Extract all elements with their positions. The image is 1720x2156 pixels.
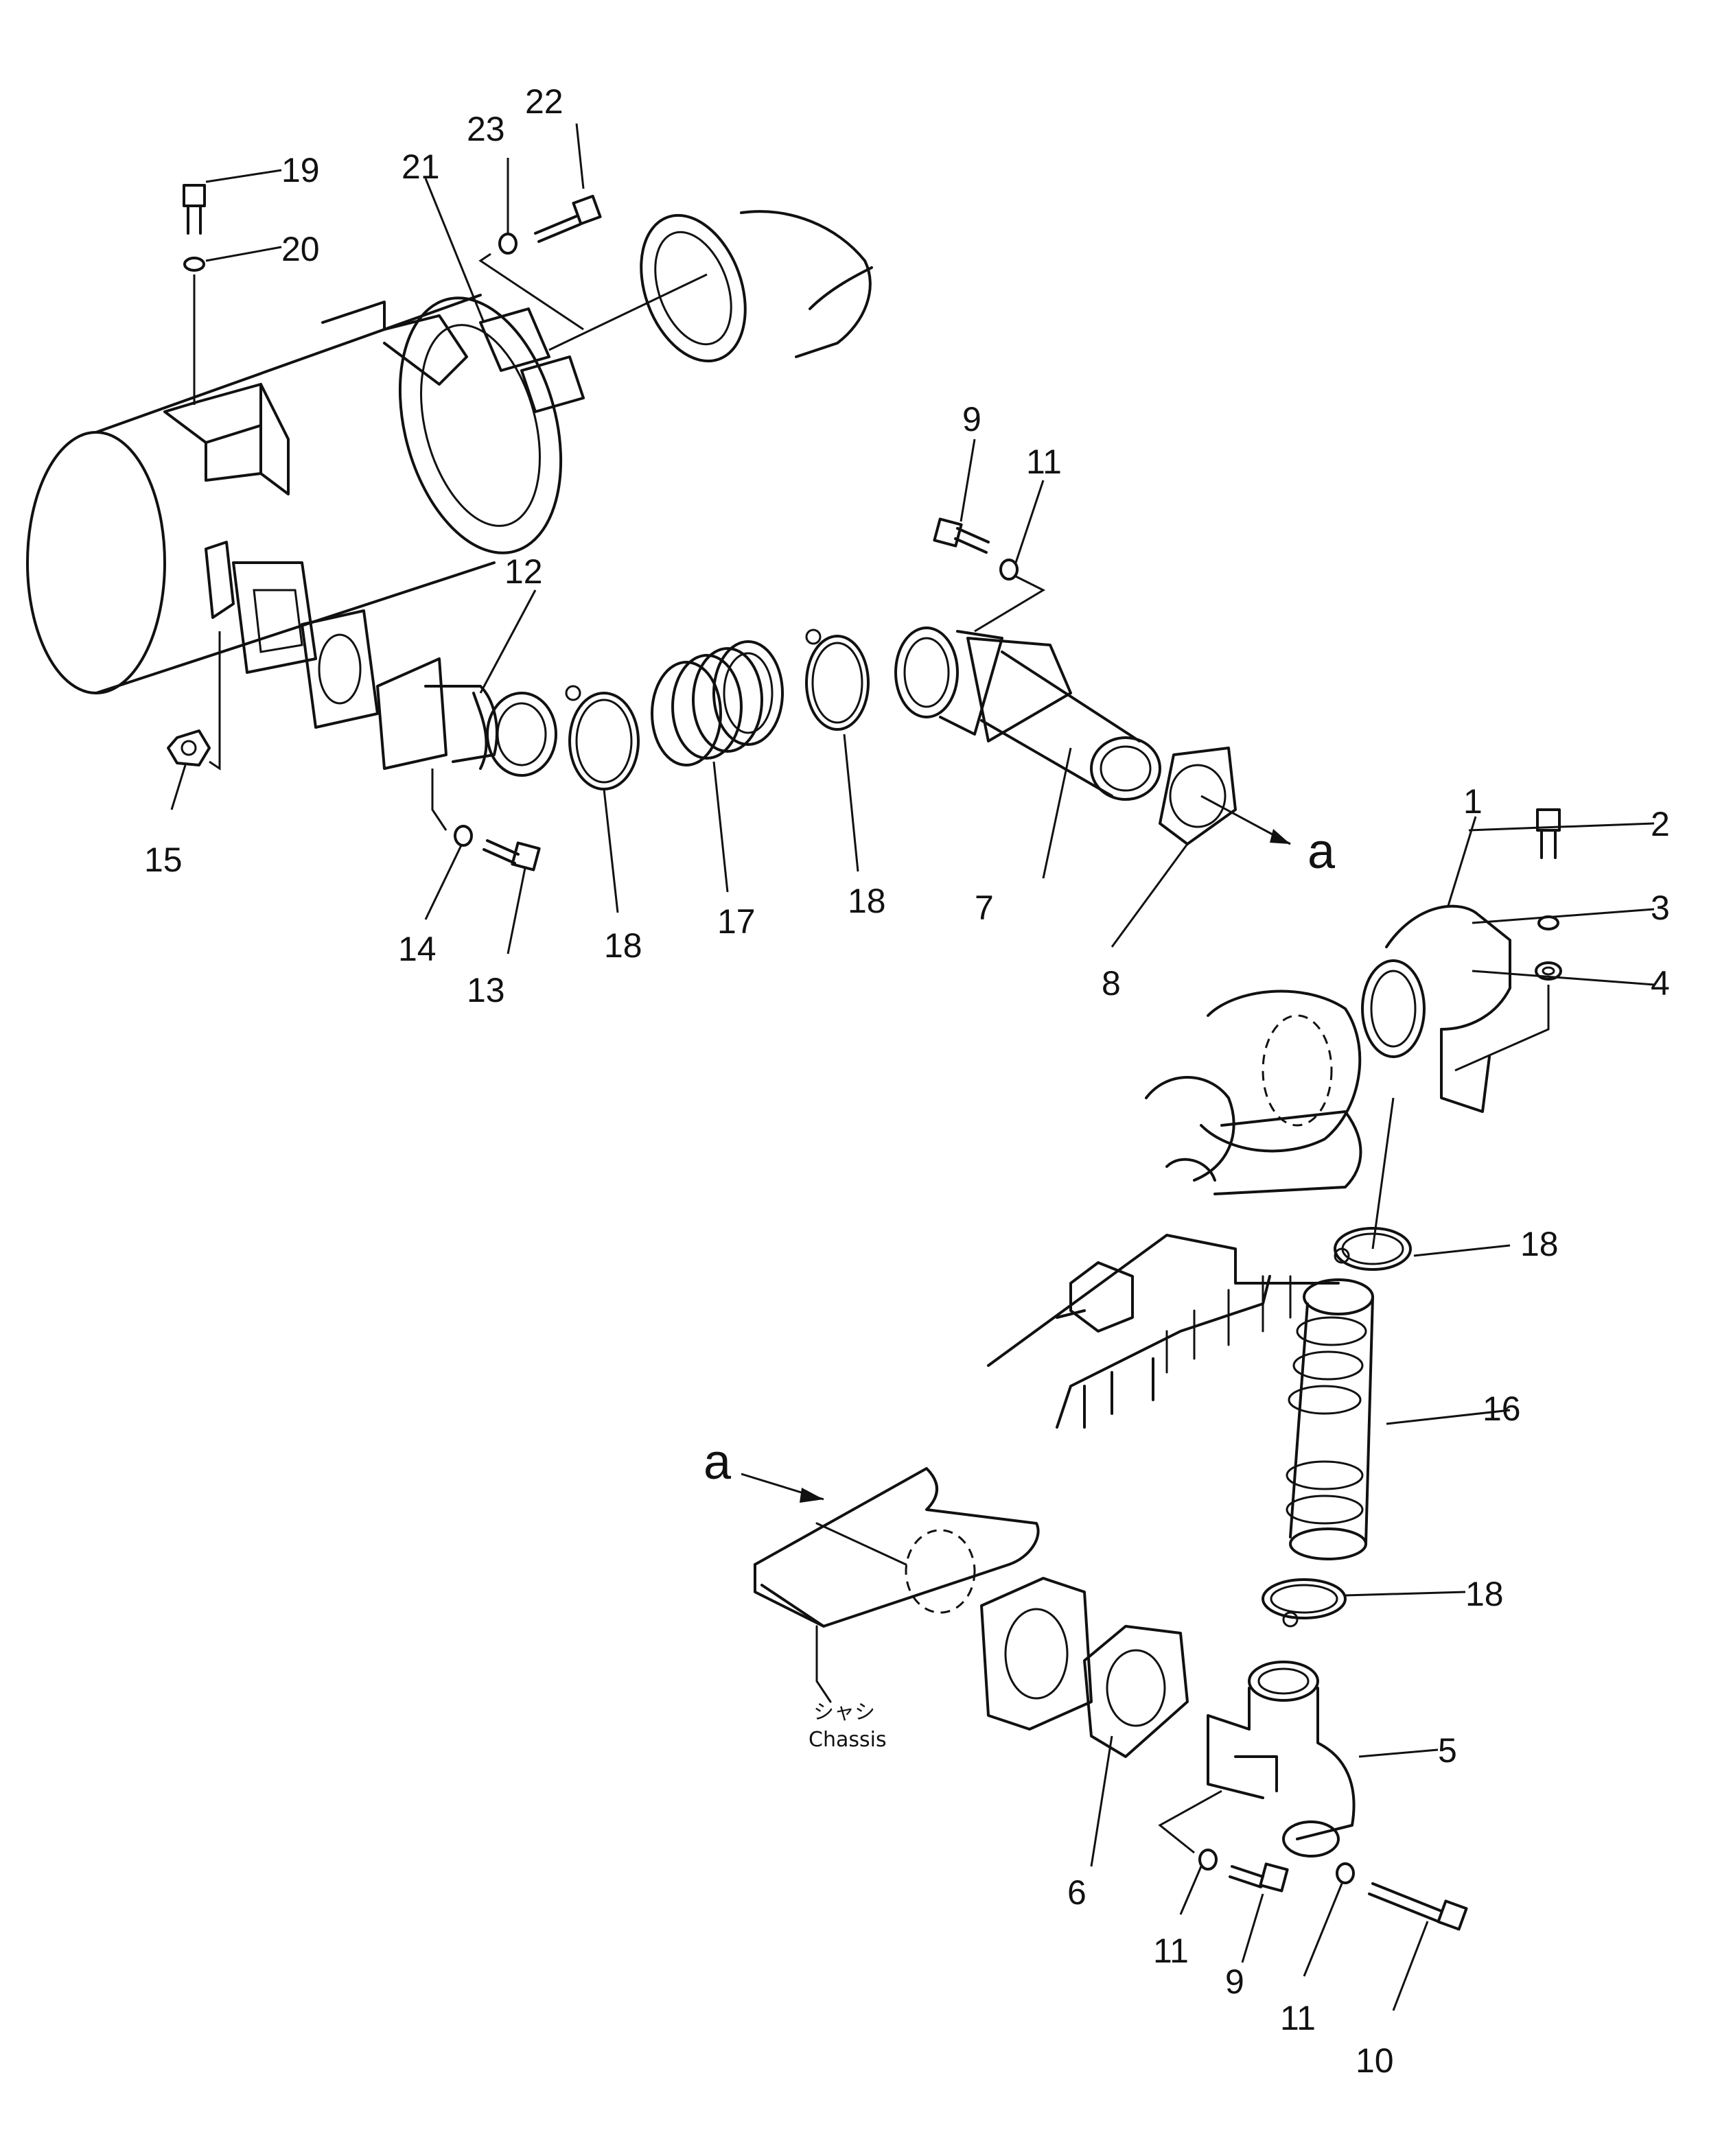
bolt-9-bottom bbox=[1229, 1862, 1289, 1893]
leader-turbo-clamp bbox=[1371, 1097, 1395, 1250]
callout-7: 7 bbox=[975, 889, 994, 927]
callout-3: 3 bbox=[1651, 889, 1670, 927]
callout-21: 21 bbox=[402, 148, 440, 186]
callout-14: 14 bbox=[398, 930, 437, 968]
clamp-18-a bbox=[565, 685, 640, 790]
chassis-label-jp: シャシ bbox=[813, 1700, 875, 1724]
leader-11-bottom bbox=[1158, 1790, 1222, 1854]
callout-5: 5 bbox=[1438, 1731, 1457, 1770]
section-a-arrowhead-bottom bbox=[800, 1488, 824, 1503]
washer-4 bbox=[1535, 961, 1562, 981]
callout-18-a: 18 bbox=[604, 926, 642, 965]
callout-19: 19 bbox=[281, 151, 320, 189]
section-a-arrowhead-top bbox=[1270, 829, 1290, 844]
leader-14-up bbox=[431, 769, 448, 831]
bellows-16 bbox=[1286, 1278, 1374, 1560]
leader-15 bbox=[209, 631, 221, 771]
callout-11-bottom-b: 11 bbox=[1280, 1999, 1316, 2037]
chassis-label-en: Chassis bbox=[809, 1728, 887, 1752]
chassis-plate bbox=[754, 1467, 1040, 1703]
clamp-18-d bbox=[1262, 1578, 1347, 1628]
engine-block bbox=[987, 1234, 1340, 1429]
callout-12: 12 bbox=[504, 552, 543, 591]
clamp-18-b bbox=[805, 629, 870, 731]
callout-18-c: 18 bbox=[1520, 1225, 1559, 1263]
washer-14 bbox=[454, 825, 473, 847]
callout-10: 10 bbox=[1356, 2041, 1394, 2080]
callout-11-top: 11 bbox=[1026, 443, 1062, 481]
gasket-8 bbox=[1159, 747, 1237, 845]
callout-2: 2 bbox=[1651, 805, 1670, 843]
callout-22: 22 bbox=[525, 82, 563, 121]
elbow-5 bbox=[1207, 1661, 1356, 1858]
leader-23 bbox=[478, 253, 584, 331]
bellows-17 bbox=[651, 640, 784, 766]
washer-20 bbox=[183, 257, 205, 272]
bolt-19 bbox=[183, 184, 206, 235]
bolt-2 bbox=[1536, 808, 1561, 859]
bolt-9-top bbox=[933, 517, 990, 554]
callout-6: 6 bbox=[1067, 1873, 1086, 1912]
callout-23: 23 bbox=[467, 110, 505, 148]
callout-20: 20 bbox=[281, 230, 320, 268]
bolt-10 bbox=[1368, 1882, 1468, 1931]
muffler bbox=[26, 294, 563, 694]
callout-9-bottom: 9 bbox=[1225, 1962, 1244, 2001]
washer-11-bottom-right bbox=[1336, 1862, 1355, 1884]
callout-18-d: 18 bbox=[1465, 1575, 1504, 1613]
leader-11-top bbox=[974, 575, 1046, 633]
washer-11-bottom-left bbox=[1198, 1849, 1218, 1871]
washer-4-hole bbox=[1542, 966, 1555, 976]
leader-4-down bbox=[1454, 985, 1550, 1072]
turbo-elbow-1 bbox=[1361, 904, 1511, 1113]
gasket-6 bbox=[1083, 1625, 1189, 1758]
nut-15 bbox=[167, 729, 211, 766]
callout-15: 15 bbox=[144, 841, 183, 879]
callout-9-top: 9 bbox=[962, 400, 981, 438]
washer-23 bbox=[498, 233, 518, 255]
callout-leaders bbox=[170, 123, 1655, 2011]
callout-18-b: 18 bbox=[848, 882, 886, 920]
callout-17: 17 bbox=[717, 902, 756, 941]
turbocharger bbox=[1145, 989, 1362, 1195]
section-a-label-top: a bbox=[1308, 824, 1336, 879]
chassis-flange bbox=[980, 1577, 1093, 1731]
washer-11-top bbox=[999, 559, 1019, 581]
pipe-7 bbox=[894, 626, 1161, 801]
section-a-label-bottom: a bbox=[704, 1435, 732, 1490]
clamp-18-c bbox=[1334, 1227, 1412, 1271]
callout-8: 8 bbox=[1102, 964, 1121, 1003]
callout-13: 13 bbox=[467, 971, 505, 1009]
callout-11-bottom-a: 11 bbox=[1153, 1932, 1189, 1970]
pipe-12 bbox=[376, 657, 557, 777]
bolt-22 bbox=[534, 194, 602, 243]
leader-clamp bbox=[548, 273, 708, 351]
callout-1: 1 bbox=[1463, 782, 1483, 821]
gasket-muffler-outlet bbox=[301, 609, 379, 729]
callout-16: 16 bbox=[1483, 1390, 1521, 1428]
callout-4: 4 bbox=[1651, 964, 1670, 1003]
clamp-and-elbow bbox=[479, 210, 873, 413]
bolt-13 bbox=[483, 839, 541, 871]
